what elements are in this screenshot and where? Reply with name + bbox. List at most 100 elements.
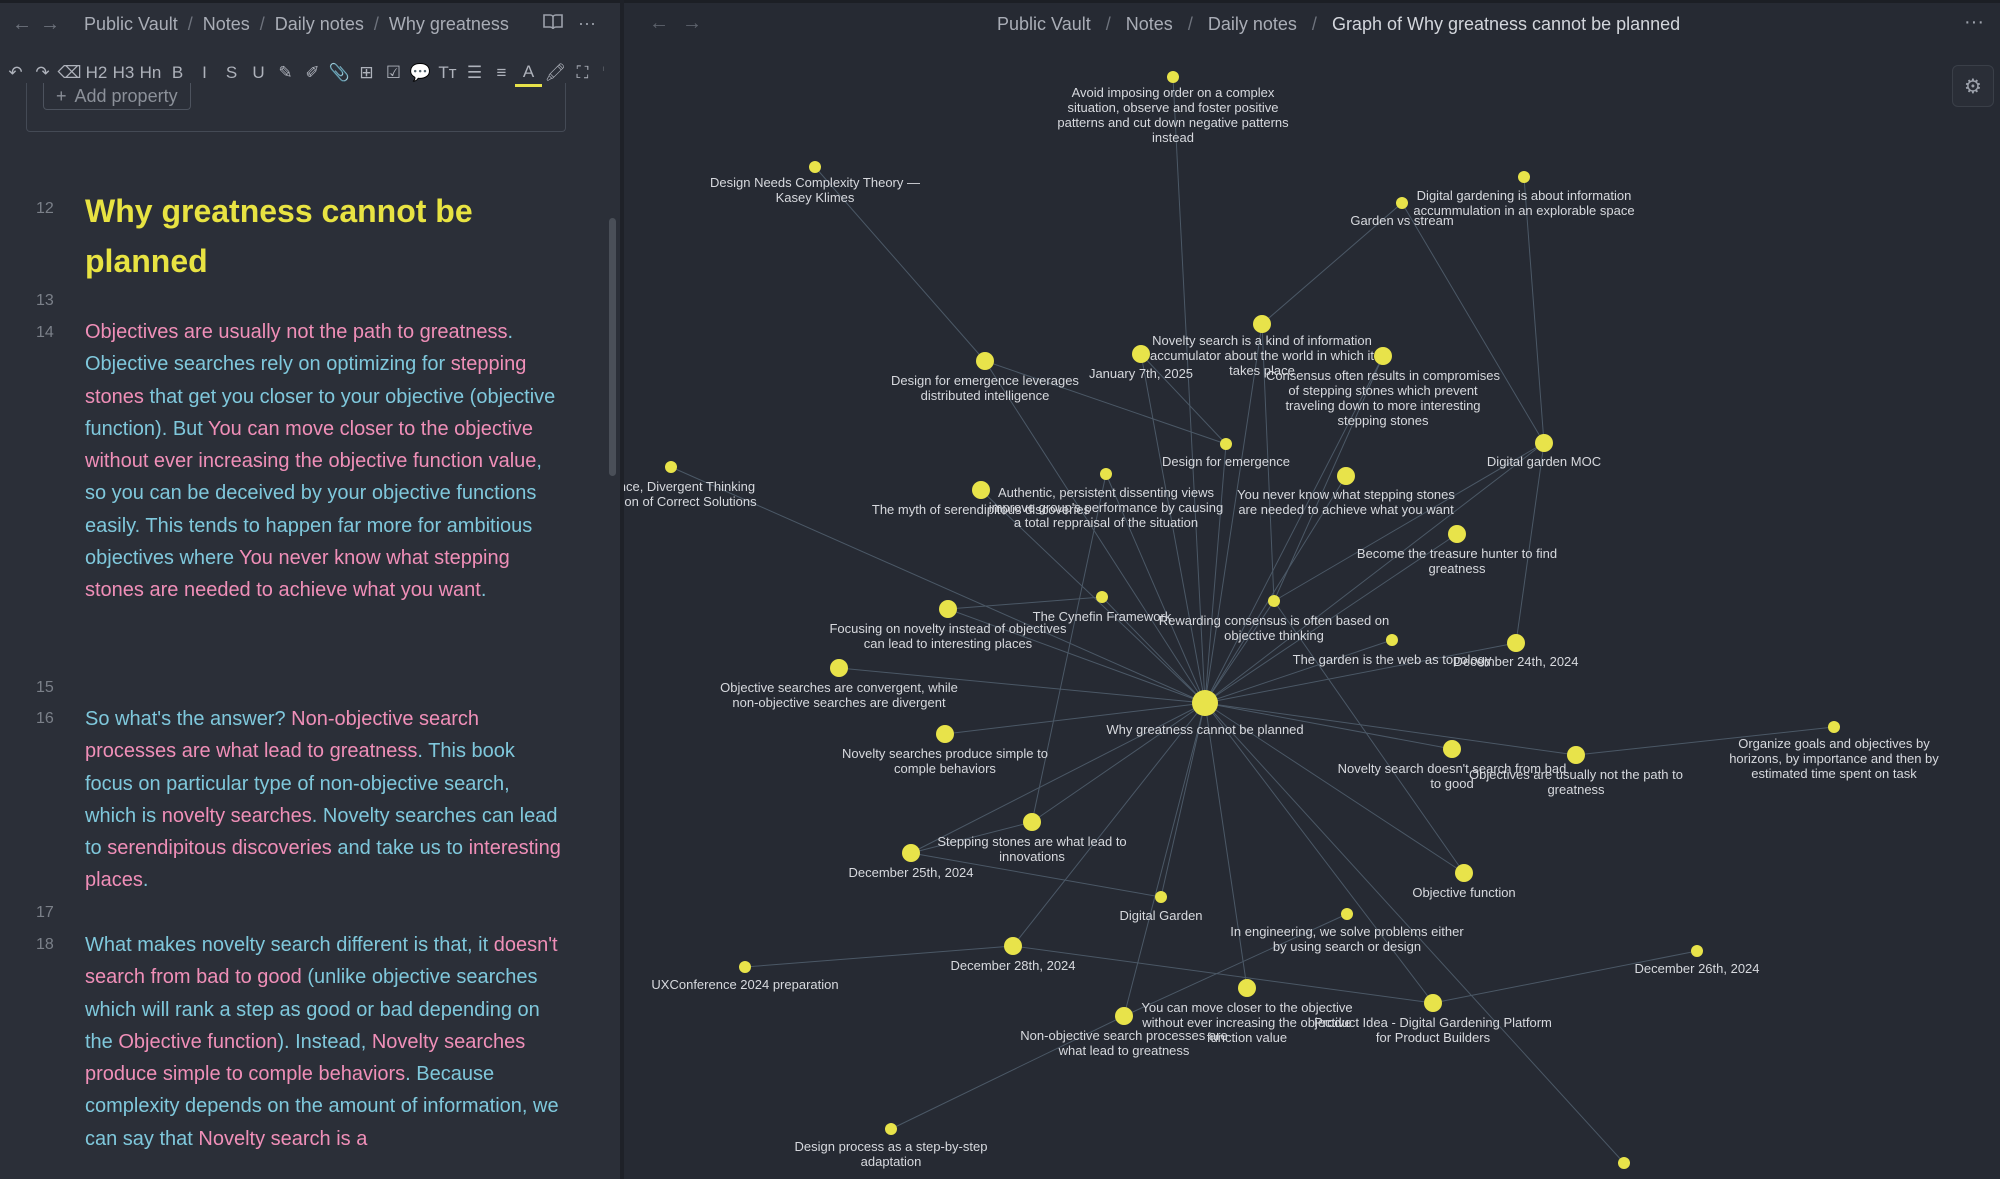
graph-settings-button[interactable]: ⚙	[1952, 65, 1994, 107]
internal-link[interactable]: You never know what stepping stones are …	[85, 547, 510, 602]
graph-node-label[interactable]: Non-objective search processes are	[1020, 1028, 1227, 1043]
graph-node[interactable]	[1100, 468, 1112, 480]
graph-node-label[interactable]: Design for emergence leverages	[891, 373, 1079, 388]
graph-node[interactable]	[1424, 994, 1442, 1012]
internal-link[interactable]: Objective function	[118, 1030, 278, 1053]
toolbar-button[interactable]: Tт	[438, 63, 457, 82]
graph-node-label[interactable]: December 24th, 2024	[1453, 654, 1578, 669]
graph-node[interactable]	[1132, 345, 1150, 363]
graph-node-label[interactable]: Objectives are usually not the path to	[1469, 767, 1683, 782]
graph-node-label[interactable]: Novelty search is a kind of information	[1152, 333, 1372, 348]
back-arrow-icon[interactable]: ←	[12, 12, 32, 35]
forward-arrow-icon[interactable]: →	[40, 12, 60, 35]
graph-node-label[interactable]: comple behaviors	[894, 761, 996, 776]
graph-node-label[interactable]: Digital gardening is about information	[1417, 188, 1632, 203]
graph-node-label[interactable]: Objective function	[1412, 885, 1515, 900]
graph-node-label[interactable]: can lead to interesting places	[864, 636, 1033, 651]
graph-node-label[interactable]: January 7th, 2025	[1089, 366, 1193, 381]
graph-node[interactable]	[1828, 721, 1840, 733]
graph-node-label[interactable]: horizons, by importance and then by	[1729, 751, 1939, 766]
graph-node-label[interactable]: takes place	[1229, 363, 1295, 378]
paragraph-14[interactable]: Objectives are usually not the path to g…	[85, 316, 565, 607]
graph-node-label[interactable]: non-objective searches are divergent	[732, 695, 946, 710]
graph-node[interactable]	[1535, 434, 1553, 452]
graph-node[interactable]	[885, 1123, 897, 1135]
internal-link[interactable]: serendipitous discoveries	[107, 837, 332, 860]
graph-node[interactable]	[1448, 525, 1466, 543]
graph-node[interactable]	[1567, 746, 1585, 764]
toolbar-button[interactable]: H3	[112, 63, 135, 82]
internal-link[interactable]: novelty searches	[161, 804, 312, 827]
toolbar-button[interactable]: ⌫	[57, 63, 82, 82]
graph-node-label[interactable]: You never know what stepping stones	[1237, 487, 1455, 502]
graph-node-label[interactable]: Digital garden MOC	[1487, 454, 1601, 469]
graph-node-label[interactable]: without ever increasing the objective	[1141, 1015, 1352, 1030]
internal-link[interactable]: You can move closer to the objective wit…	[85, 417, 537, 473]
breadcrumb-item[interactable]: Daily notes	[1207, 14, 1297, 34]
graph-node-label[interactable]: Objective searches are convergent, while	[720, 680, 958, 695]
graph-node[interactable]	[1386, 634, 1398, 646]
toolbar-button[interactable]: ≡	[496, 63, 507, 82]
graph-node-label[interactable]: The myth of serendipitous discoveries	[872, 502, 1091, 517]
graph-node-label[interactable]: Become the treasure hunter to find	[1357, 546, 1557, 561]
graph-node[interactable]	[1192, 690, 1218, 716]
toolbar-button[interactable]: 💬	[409, 63, 432, 82]
internal-link[interactable]: Non-objective search processes are what …	[85, 708, 480, 763]
toolbar-button[interactable]: ✎	[278, 63, 293, 82]
breadcrumb-item[interactable]: Notes	[1125, 14, 1173, 34]
graph-node[interactable]	[1507, 634, 1525, 652]
graph-node[interactable]	[976, 352, 994, 370]
graph-node[interactable]	[1374, 347, 1392, 365]
graph-node[interactable]	[1023, 813, 1041, 831]
toolbar-button[interactable]: U	[252, 63, 265, 82]
graph-node-label[interactable]: Authentic, persistent dissenting views	[998, 485, 1215, 500]
internal-link[interactable]: Novelty search is a	[198, 1127, 368, 1150]
graph-node-label[interactable]: The garden is the web as topology	[1293, 652, 1492, 667]
graph-node-label[interactable]: adaptation	[861, 1154, 922, 1169]
toolbar-button[interactable]: ↶	[8, 63, 23, 82]
graph-node[interactable]	[1396, 197, 1408, 209]
forward-arrow-icon[interactable]: →	[682, 12, 702, 34]
graph-node[interactable]	[1691, 945, 1703, 957]
graph-node-label[interactable]: Avoid imposing order on a complex	[1072, 85, 1275, 100]
graph-node-label[interactable]: You can move closer to the objective	[1141, 1000, 1352, 1015]
graph-node-label[interactable]: Novelty search doesn't search from bad	[1338, 761, 1567, 776]
graph-node-label[interactable]: stepping stones	[1337, 413, 1429, 428]
graph-node[interactable]	[936, 725, 954, 743]
graph-node[interactable]	[1167, 71, 1179, 83]
graph-node-label[interactable]: accummulation in an explorable space	[1413, 203, 1634, 218]
graph-node-label[interactable]: innovations	[999, 849, 1065, 864]
breadcrumb-item[interactable]: Public Vault	[84, 13, 178, 34]
graph-node-label[interactable]: of stepping stones which prevent	[1288, 383, 1478, 398]
graph-node-label[interactable]: UXConference 2024 preparation	[651, 977, 838, 992]
graph-node[interactable]	[1155, 891, 1167, 903]
graph-node[interactable]	[1455, 864, 1473, 882]
toolbar-button[interactable]: ⊞	[359, 63, 374, 82]
graph-node[interactable]	[1518, 171, 1530, 183]
graph-node-label[interactable]: Selection of Correct Solutions	[624, 494, 757, 509]
graph-node[interactable]	[1341, 908, 1353, 920]
graph-node-label[interactable]: Consensus often results in compromises	[1266, 368, 1501, 383]
toolbar-button[interactable]: ⛶	[576, 63, 589, 82]
graph-node-label[interactable]: Organize goals and objectives by	[1738, 736, 1930, 751]
graph-node-label[interactable]: are needed to achieve what you want	[1238, 502, 1454, 517]
scrollbar-track[interactable]	[604, 43, 620, 1179]
toolbar-button[interactable]: ↷	[35, 63, 50, 82]
toolbar-button[interactable]: S	[225, 63, 238, 82]
breadcrumb-item[interactable]: Public Vault	[997, 14, 1091, 34]
graph-node-label[interactable]: December 25th, 2024	[848, 865, 973, 880]
graph-node[interactable]	[1004, 937, 1022, 955]
graph-node-label[interactable]: December 28th, 2024	[950, 958, 1075, 973]
graph-node[interactable]	[902, 844, 920, 862]
graph-node-label[interactable]: for Product Builders	[1376, 1030, 1491, 1045]
graph-node-label[interactable]: Novelty searches produce simple to	[842, 746, 1048, 761]
graph-node[interactable]	[939, 600, 957, 618]
graph-node[interactable]	[1115, 1007, 1133, 1025]
graph-node-label[interactable]: traveling down to more interesting	[1285, 398, 1480, 413]
graph-node-label[interactable]: Stepping stones are what lead to	[937, 834, 1126, 849]
graph-node-label[interactable]: Design for emergence	[1162, 454, 1290, 469]
paragraph-16[interactable]: So what's the answer? Non-objective sear…	[85, 703, 565, 897]
graph-node-label[interactable]: Influence, Divergent Thinking	[624, 479, 755, 494]
graph-node[interactable]	[1618, 1157, 1630, 1169]
graph-node[interactable]	[1238, 979, 1256, 997]
